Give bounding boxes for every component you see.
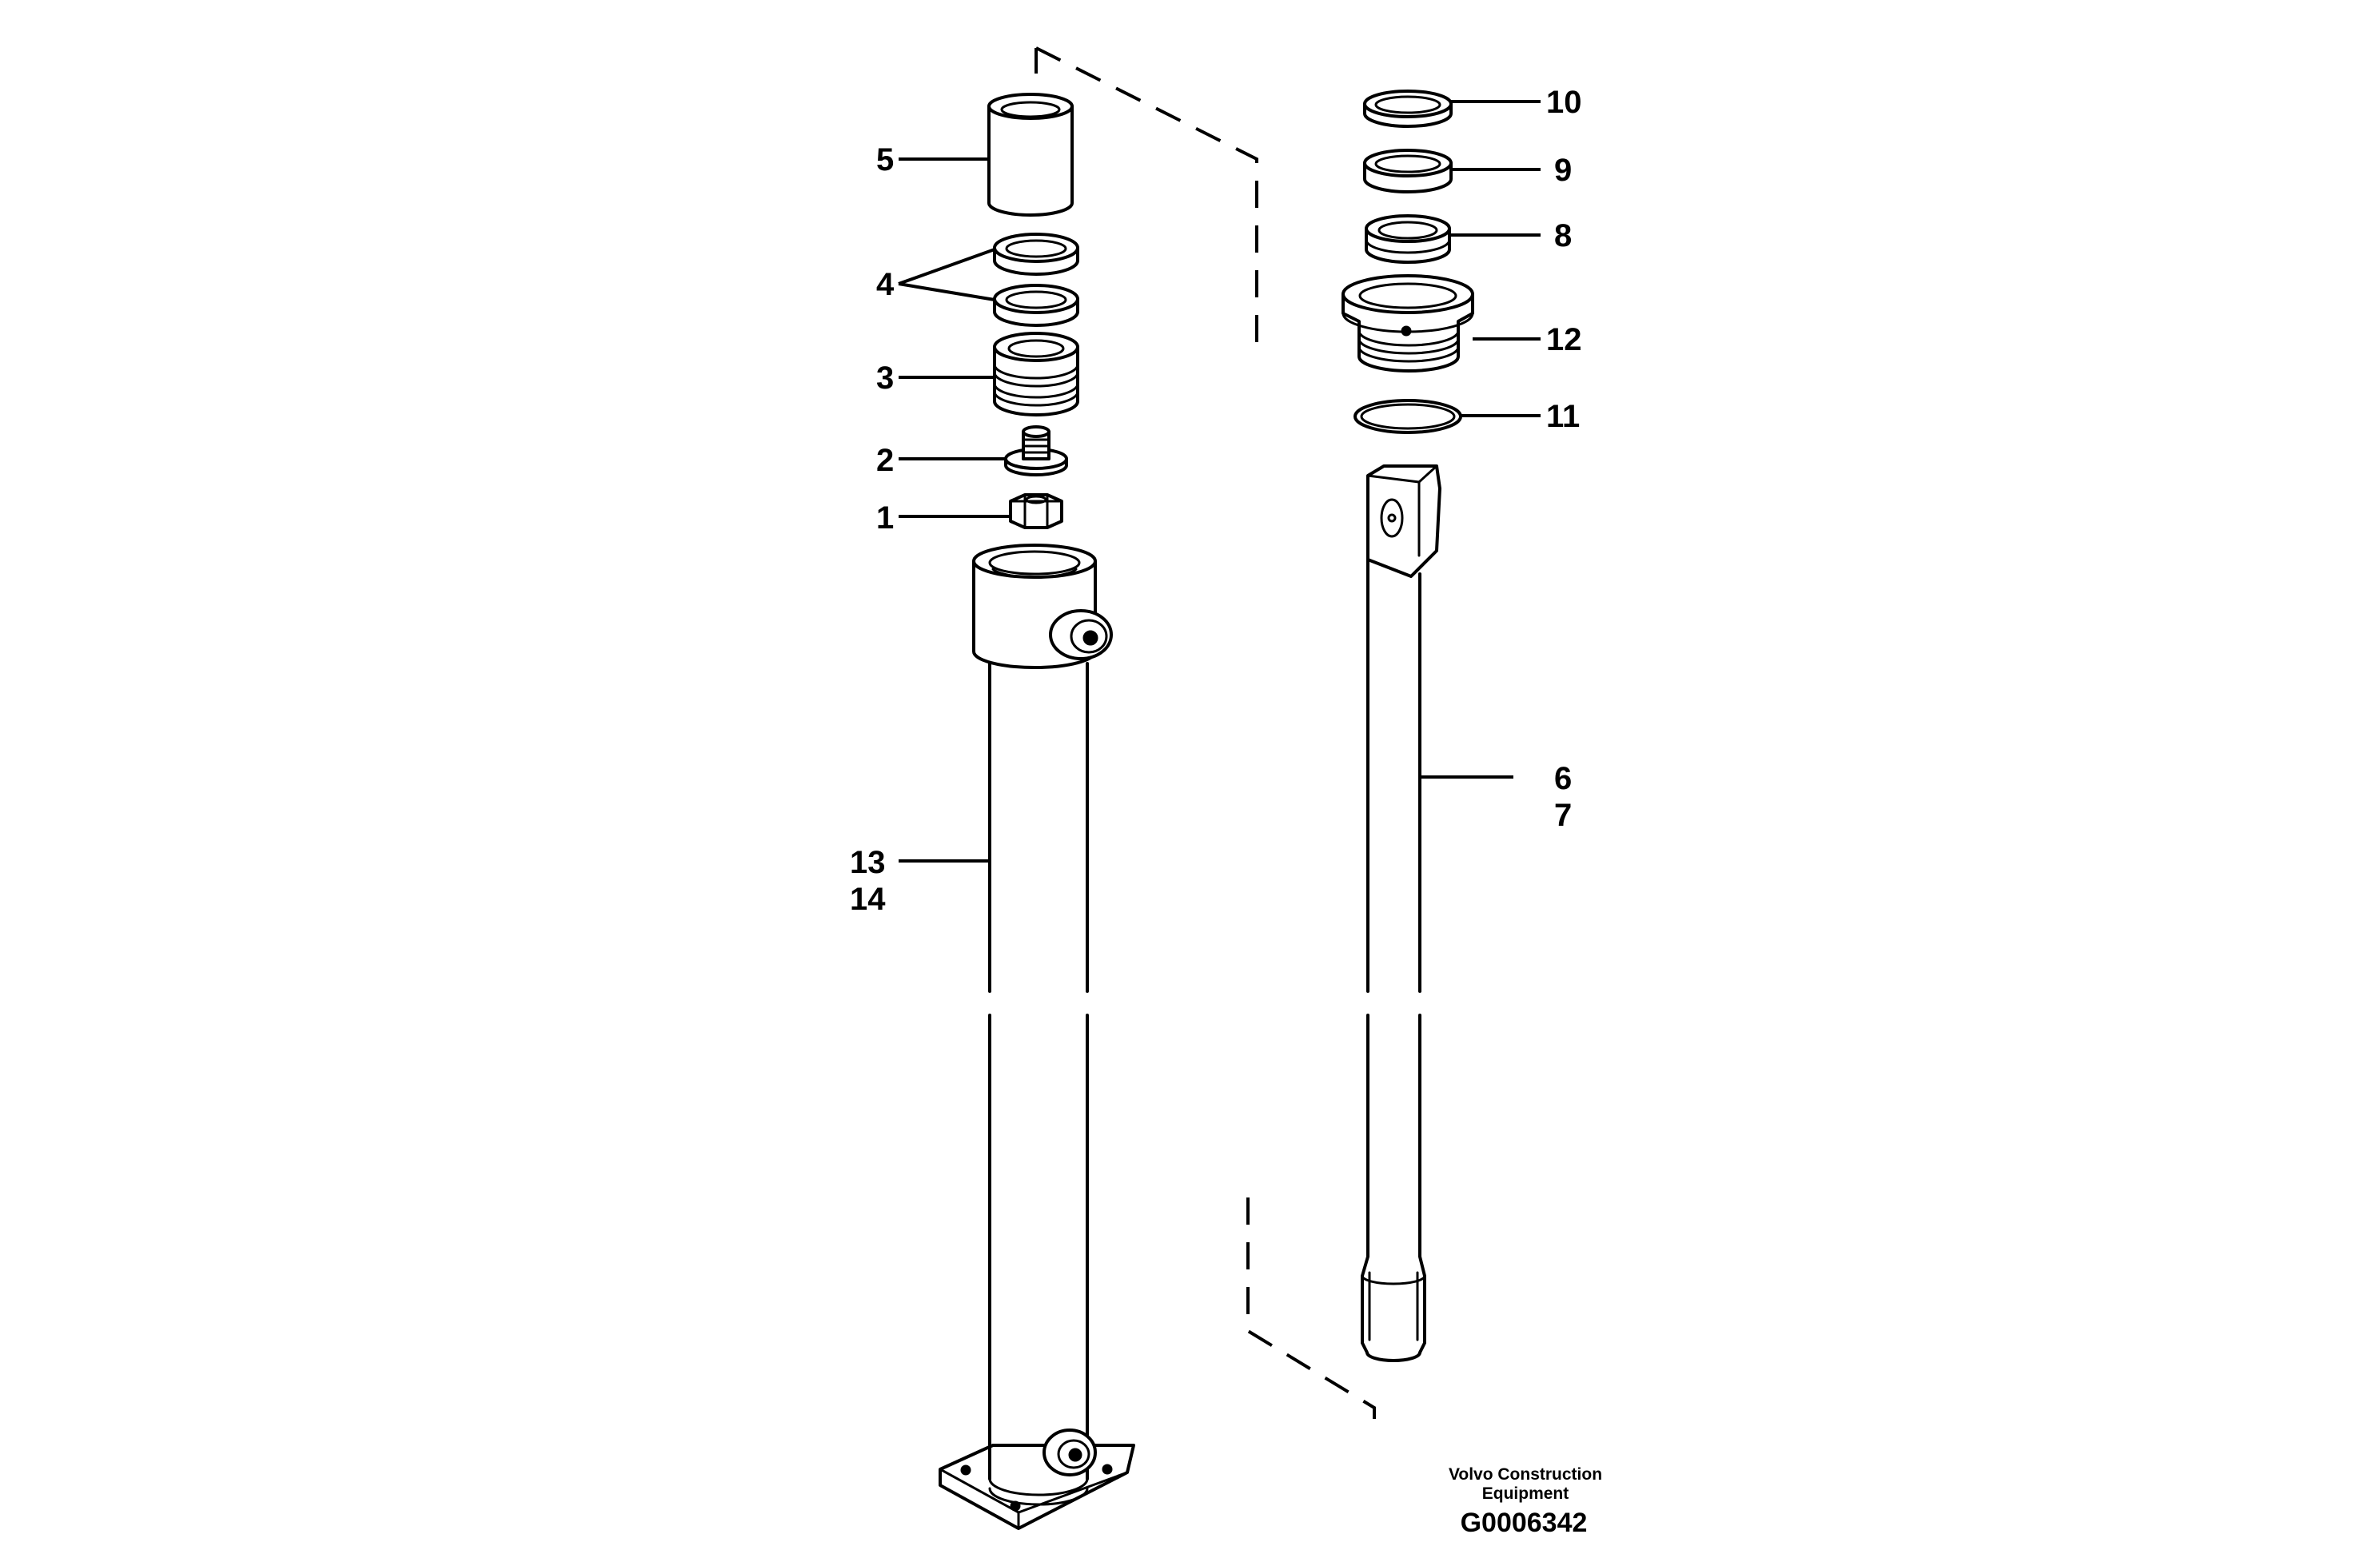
seal-rings-part-4 (993, 233, 1079, 327)
callout-10: 10 (1546, 85, 1582, 120)
leader-lines (898, 100, 1541, 863)
seal-ring-part-9 (1363, 149, 1453, 193)
callout-6: 6 (1554, 761, 1572, 796)
callout-1: 1 (876, 500, 894, 536)
callout-7: 7 (1554, 798, 1572, 833)
callout-4: 4 (876, 267, 895, 302)
nut-part-1 (1009, 493, 1063, 529)
cylinder-head-part-12 (1341, 274, 1474, 373)
washer-part-2 (1004, 425, 1068, 476)
callout-8: 8 (1554, 218, 1572, 253)
guide-line-top (1035, 46, 1258, 360)
callout-14: 14 (850, 882, 886, 917)
callout-9: 9 (1554, 153, 1572, 188)
o-ring-part-11 (1353, 399, 1462, 434)
callout-12: 12 (1546, 322, 1582, 357)
publisher-caption-line1: Volvo Construction (1449, 1465, 1602, 1484)
callout-5: 5 (876, 142, 894, 177)
callout-2: 2 (876, 443, 894, 478)
seal-ring-part-8 (1365, 214, 1451, 264)
publisher-caption-line2: Equipment (1482, 1484, 1569, 1503)
piston-part-3 (993, 332, 1079, 416)
figure-code: G0006342 (1461, 1508, 1588, 1538)
seal-ring-part-10 (1363, 90, 1453, 128)
cylinder-tube-part-13-14 (939, 544, 1135, 1530)
callout-13: 13 (850, 845, 886, 880)
guide-line-bottom (1246, 1197, 1376, 1419)
callout-3: 3 (876, 361, 894, 396)
bushing-part-5 (987, 93, 1074, 217)
callout-11: 11 (1546, 399, 1580, 434)
piston-rod-part-6-7 (1361, 464, 1441, 1362)
